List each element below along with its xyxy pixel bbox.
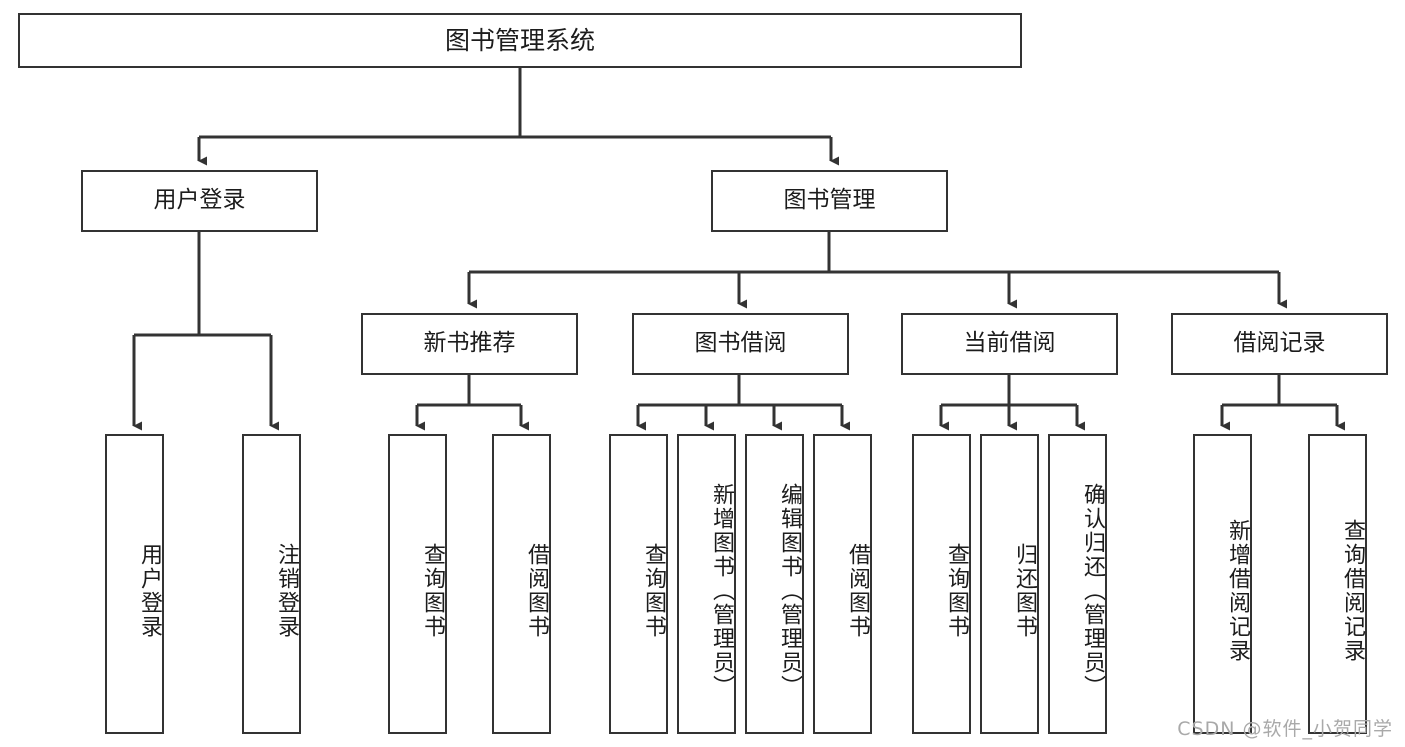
leaf-record-add-borrow-record[interactable]: 新增借阅记录	[1193, 434, 1252, 734]
leaf-recommend-borrow-book[interactable]: 借阅图书	[492, 434, 551, 734]
node-user-login[interactable]: 用户登录	[81, 170, 318, 232]
leaf-recommend-query-book[interactable]: 查询图书	[388, 434, 447, 734]
node-new-book-recommend[interactable]: 新书推荐	[361, 313, 578, 375]
leaf-current-return-book[interactable]: 归还图书	[980, 434, 1039, 734]
node-book-borrow[interactable]: 图书借阅	[632, 313, 849, 375]
node-root-system[interactable]: 图书管理系统	[18, 13, 1022, 68]
leaf-current-query-book[interactable]: 查询图书	[912, 434, 971, 734]
leaf-user-logout[interactable]: 注销登录	[242, 434, 301, 734]
node-book-management[interactable]: 图书管理	[711, 170, 948, 232]
watermark-text: CSDN @软件_小贺同学	[1177, 718, 1393, 740]
leaf-record-query-borrow-record[interactable]: 查询借阅记录	[1308, 434, 1367, 734]
leaf-borrow-borrow-book[interactable]: 借阅图书	[813, 434, 872, 734]
leaf-current-confirm-return-admin[interactable]: 确认归还（管理员）	[1048, 434, 1107, 734]
leaf-borrow-query-book[interactable]: 查询图书	[609, 434, 668, 734]
leaf-borrow-add-book-admin[interactable]: 新增图书（管理员）	[677, 434, 736, 734]
node-borrow-record[interactable]: 借阅记录	[1171, 313, 1388, 375]
leaf-user-login[interactable]: 用户登录	[105, 434, 164, 734]
node-current-borrow[interactable]: 当前借阅	[901, 313, 1118, 375]
leaf-borrow-edit-book-admin[interactable]: 编辑图书（管理员）	[745, 434, 804, 734]
